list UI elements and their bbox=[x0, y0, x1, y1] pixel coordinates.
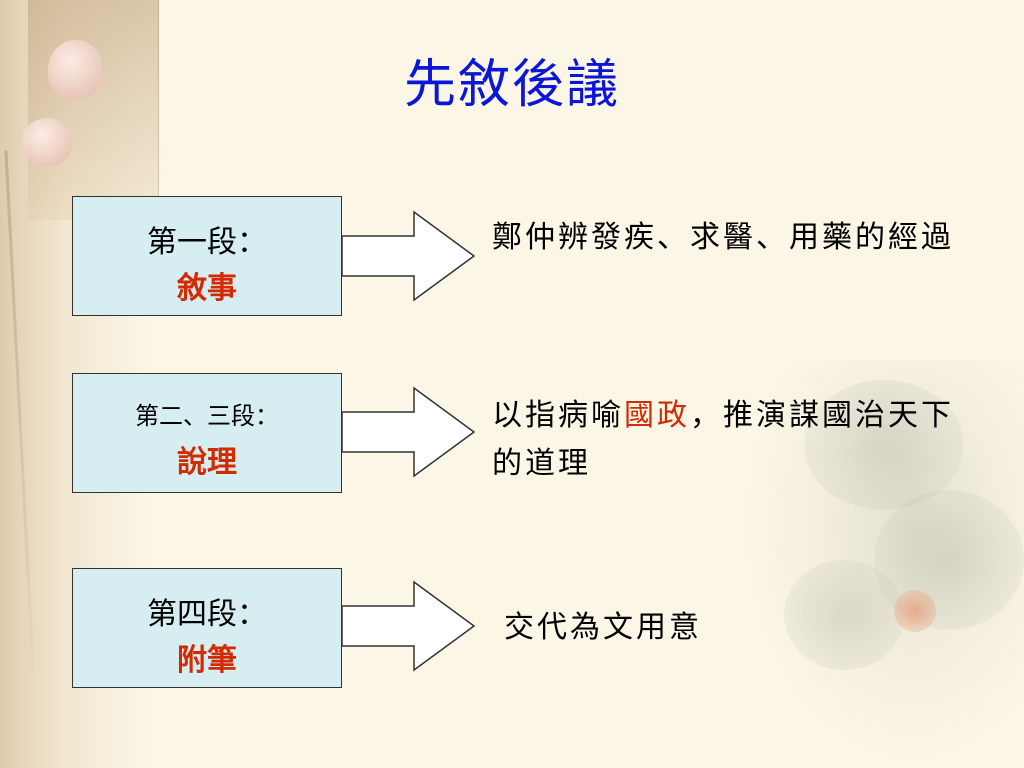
blossom-decoration bbox=[894, 590, 936, 632]
right-decorative-artwork bbox=[744, 360, 1024, 768]
desc-text: ，推演謀國治天下的道理 bbox=[492, 398, 954, 481]
ink-leaf-decoration bbox=[784, 560, 904, 670]
ink-leaf-decoration bbox=[804, 380, 964, 510]
lotus-flower-decoration bbox=[48, 40, 103, 100]
section-label: 第一段： bbox=[147, 225, 267, 260]
section-description: 以指病喻國政，推演謀國治天下的道理 bbox=[492, 392, 972, 488]
section-label: 第四段： bbox=[147, 597, 267, 632]
section-label: 第二、三段： bbox=[135, 402, 279, 430]
arrow-right-icon bbox=[342, 580, 476, 672]
section-key: 附筆 bbox=[177, 643, 237, 678]
arrow-right-icon bbox=[342, 386, 476, 478]
section-key: 敘事 bbox=[177, 271, 237, 306]
arrow-right-icon bbox=[342, 210, 476, 302]
calligraphy-scroll-decoration bbox=[28, 0, 159, 220]
desc-highlight: 國政 bbox=[624, 398, 690, 433]
section-box-2: 第二、三段： 說理 bbox=[72, 373, 342, 493]
lotus-flower-decoration bbox=[22, 118, 72, 166]
desc-text: 以指病喻 bbox=[492, 398, 624, 433]
slide-title: 先敘後議 bbox=[403, 55, 620, 115]
section-box-3: 第四段： 附筆 bbox=[72, 568, 342, 688]
section-description: 鄭仲辨發疾、求醫、用藥的經過 bbox=[492, 220, 954, 255]
flower-stem-decoration bbox=[4, 150, 35, 670]
section-box-1: 第一段： 敘事 bbox=[72, 196, 342, 316]
section-key: 說理 bbox=[177, 445, 237, 480]
section-description: 交代為文用意 bbox=[504, 610, 702, 645]
